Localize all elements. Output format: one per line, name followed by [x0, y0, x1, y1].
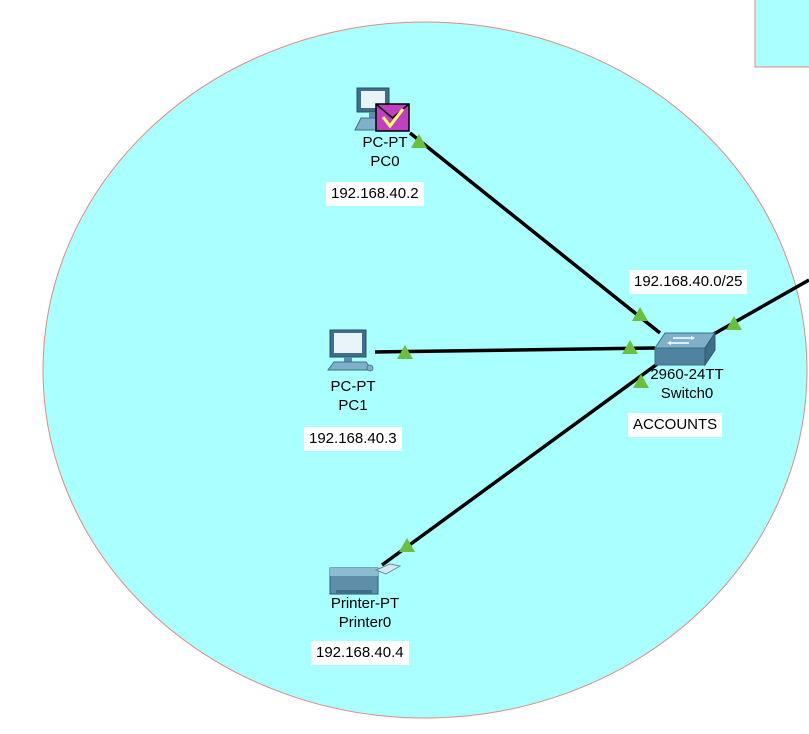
- pc0-name: PC0: [370, 153, 400, 170]
- port-status-triangle: [399, 538, 415, 552]
- network-address-note[interactable]: 192.168.40.0/25: [629, 270, 748, 294]
- pc0-label: PC-PT PC0: [345, 133, 425, 171]
- printer0-name: Printer0: [338, 614, 392, 631]
- adjacent-area-rect[interactable]: [754, 0, 809, 68]
- port-status-triangle: [622, 340, 638, 354]
- printer0-label: Printer-PT Printer0: [315, 594, 415, 632]
- port-status-triangle: [397, 345, 413, 359]
- pc0-model: PC-PT: [362, 134, 408, 151]
- link-pc0-switch0[interactable]: [408, 131, 662, 335]
- port-status-triangle: [633, 374, 649, 388]
- area-name-note[interactable]: ACCOUNTS: [628, 413, 723, 437]
- port-status-triangle: [632, 307, 648, 321]
- printer0-ip-note[interactable]: 192.168.40.4: [311, 641, 409, 665]
- link-pc1-switch0[interactable]: [374, 346, 656, 354]
- link-switch0-uplink[interactable]: [711, 278, 809, 337]
- switch-icon[interactable]: [654, 331, 716, 367]
- switch0-label: 2960-24TT Switch0: [637, 365, 737, 403]
- pc1-label: PC-PT PC1: [313, 377, 393, 415]
- printer0-model: Printer-PT: [330, 595, 400, 612]
- pc1-name: PC1: [338, 397, 368, 414]
- accounts-area-ellipse[interactable]: [42, 21, 808, 719]
- link-printer0-switch0[interactable]: [380, 360, 662, 567]
- pc-icon[interactable]: [327, 329, 374, 372]
- port-status-triangle: [726, 316, 742, 330]
- switch0-model: 2960-24TT: [650, 366, 724, 383]
- pc1-model: PC-PT: [330, 378, 376, 395]
- pc0-ip-note[interactable]: 192.168.40.2: [326, 182, 424, 206]
- pc1-ip-note[interactable]: 192.168.40.3: [304, 427, 402, 451]
- printer-icon[interactable]: [329, 563, 402, 595]
- switch0-name: Switch0: [660, 385, 714, 402]
- pdu-success-icon[interactable]: [375, 103, 410, 132]
- port-status-triangle: [411, 134, 427, 148]
